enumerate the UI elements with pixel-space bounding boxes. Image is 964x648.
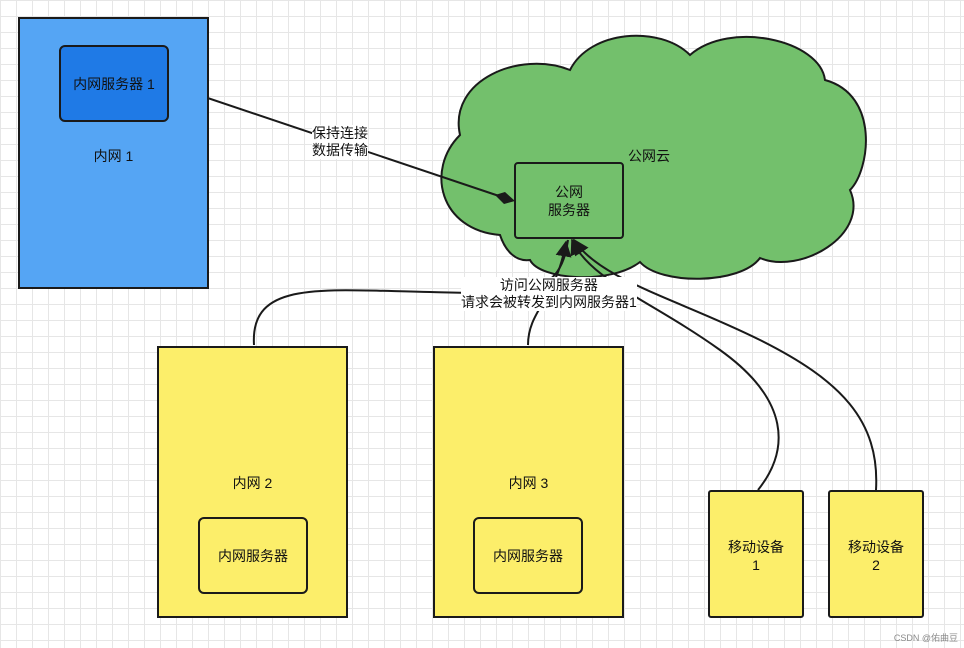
intranet-1-label: 内网 1 bbox=[93, 148, 134, 164]
keepalive-diamond-end bbox=[495, 192, 515, 204]
keepalive-label-line2: 数据传输 bbox=[312, 142, 368, 158]
access-label-line2: 请求会被转发到内网服务器1 bbox=[461, 294, 637, 310]
keepalive-label-line1: 保持连接 bbox=[312, 125, 368, 141]
access-label-line1: 访问公网服务器 bbox=[499, 277, 598, 293]
access-label: 访问公网服务器 请求会被转发到内网服务器1 bbox=[461, 277, 637, 311]
intranet-3-server: 内网服务器 bbox=[473, 517, 583, 594]
intranet-2-server-label: 内网服务器 bbox=[218, 548, 288, 564]
intranet-2-label: 内网 2 bbox=[232, 475, 273, 491]
intranet-1-zone: 内网 1 bbox=[18, 17, 209, 289]
public-server-label: 公网 服务器 bbox=[548, 184, 590, 218]
intranet-2-server: 内网服务器 bbox=[198, 517, 308, 594]
intranet-1-server: 内网服务器 1 bbox=[59, 45, 169, 122]
intranet-1-server-label: 内网服务器 1 bbox=[73, 76, 155, 92]
watermark: CSDN @佑曲豆 bbox=[893, 633, 958, 643]
mobile-device-1: 移动设备 1 bbox=[708, 490, 804, 618]
keepalive-label: 保持连接 数据传输 bbox=[312, 125, 368, 159]
mobile-device-1-label: 移动设备 1 bbox=[728, 539, 784, 573]
mobile2-connector bbox=[573, 238, 878, 491]
intranet-3-label: 内网 3 bbox=[508, 475, 549, 491]
mobile-device-2-label: 移动设备 2 bbox=[848, 539, 904, 573]
mobile-device-2: 移动设备 2 bbox=[828, 490, 924, 618]
public-server: 公网 服务器 bbox=[514, 162, 624, 239]
intranet-3-server-label: 内网服务器 bbox=[493, 548, 563, 564]
cloud-label: 公网云 bbox=[628, 148, 670, 164]
mobile1-connector bbox=[570, 238, 780, 491]
